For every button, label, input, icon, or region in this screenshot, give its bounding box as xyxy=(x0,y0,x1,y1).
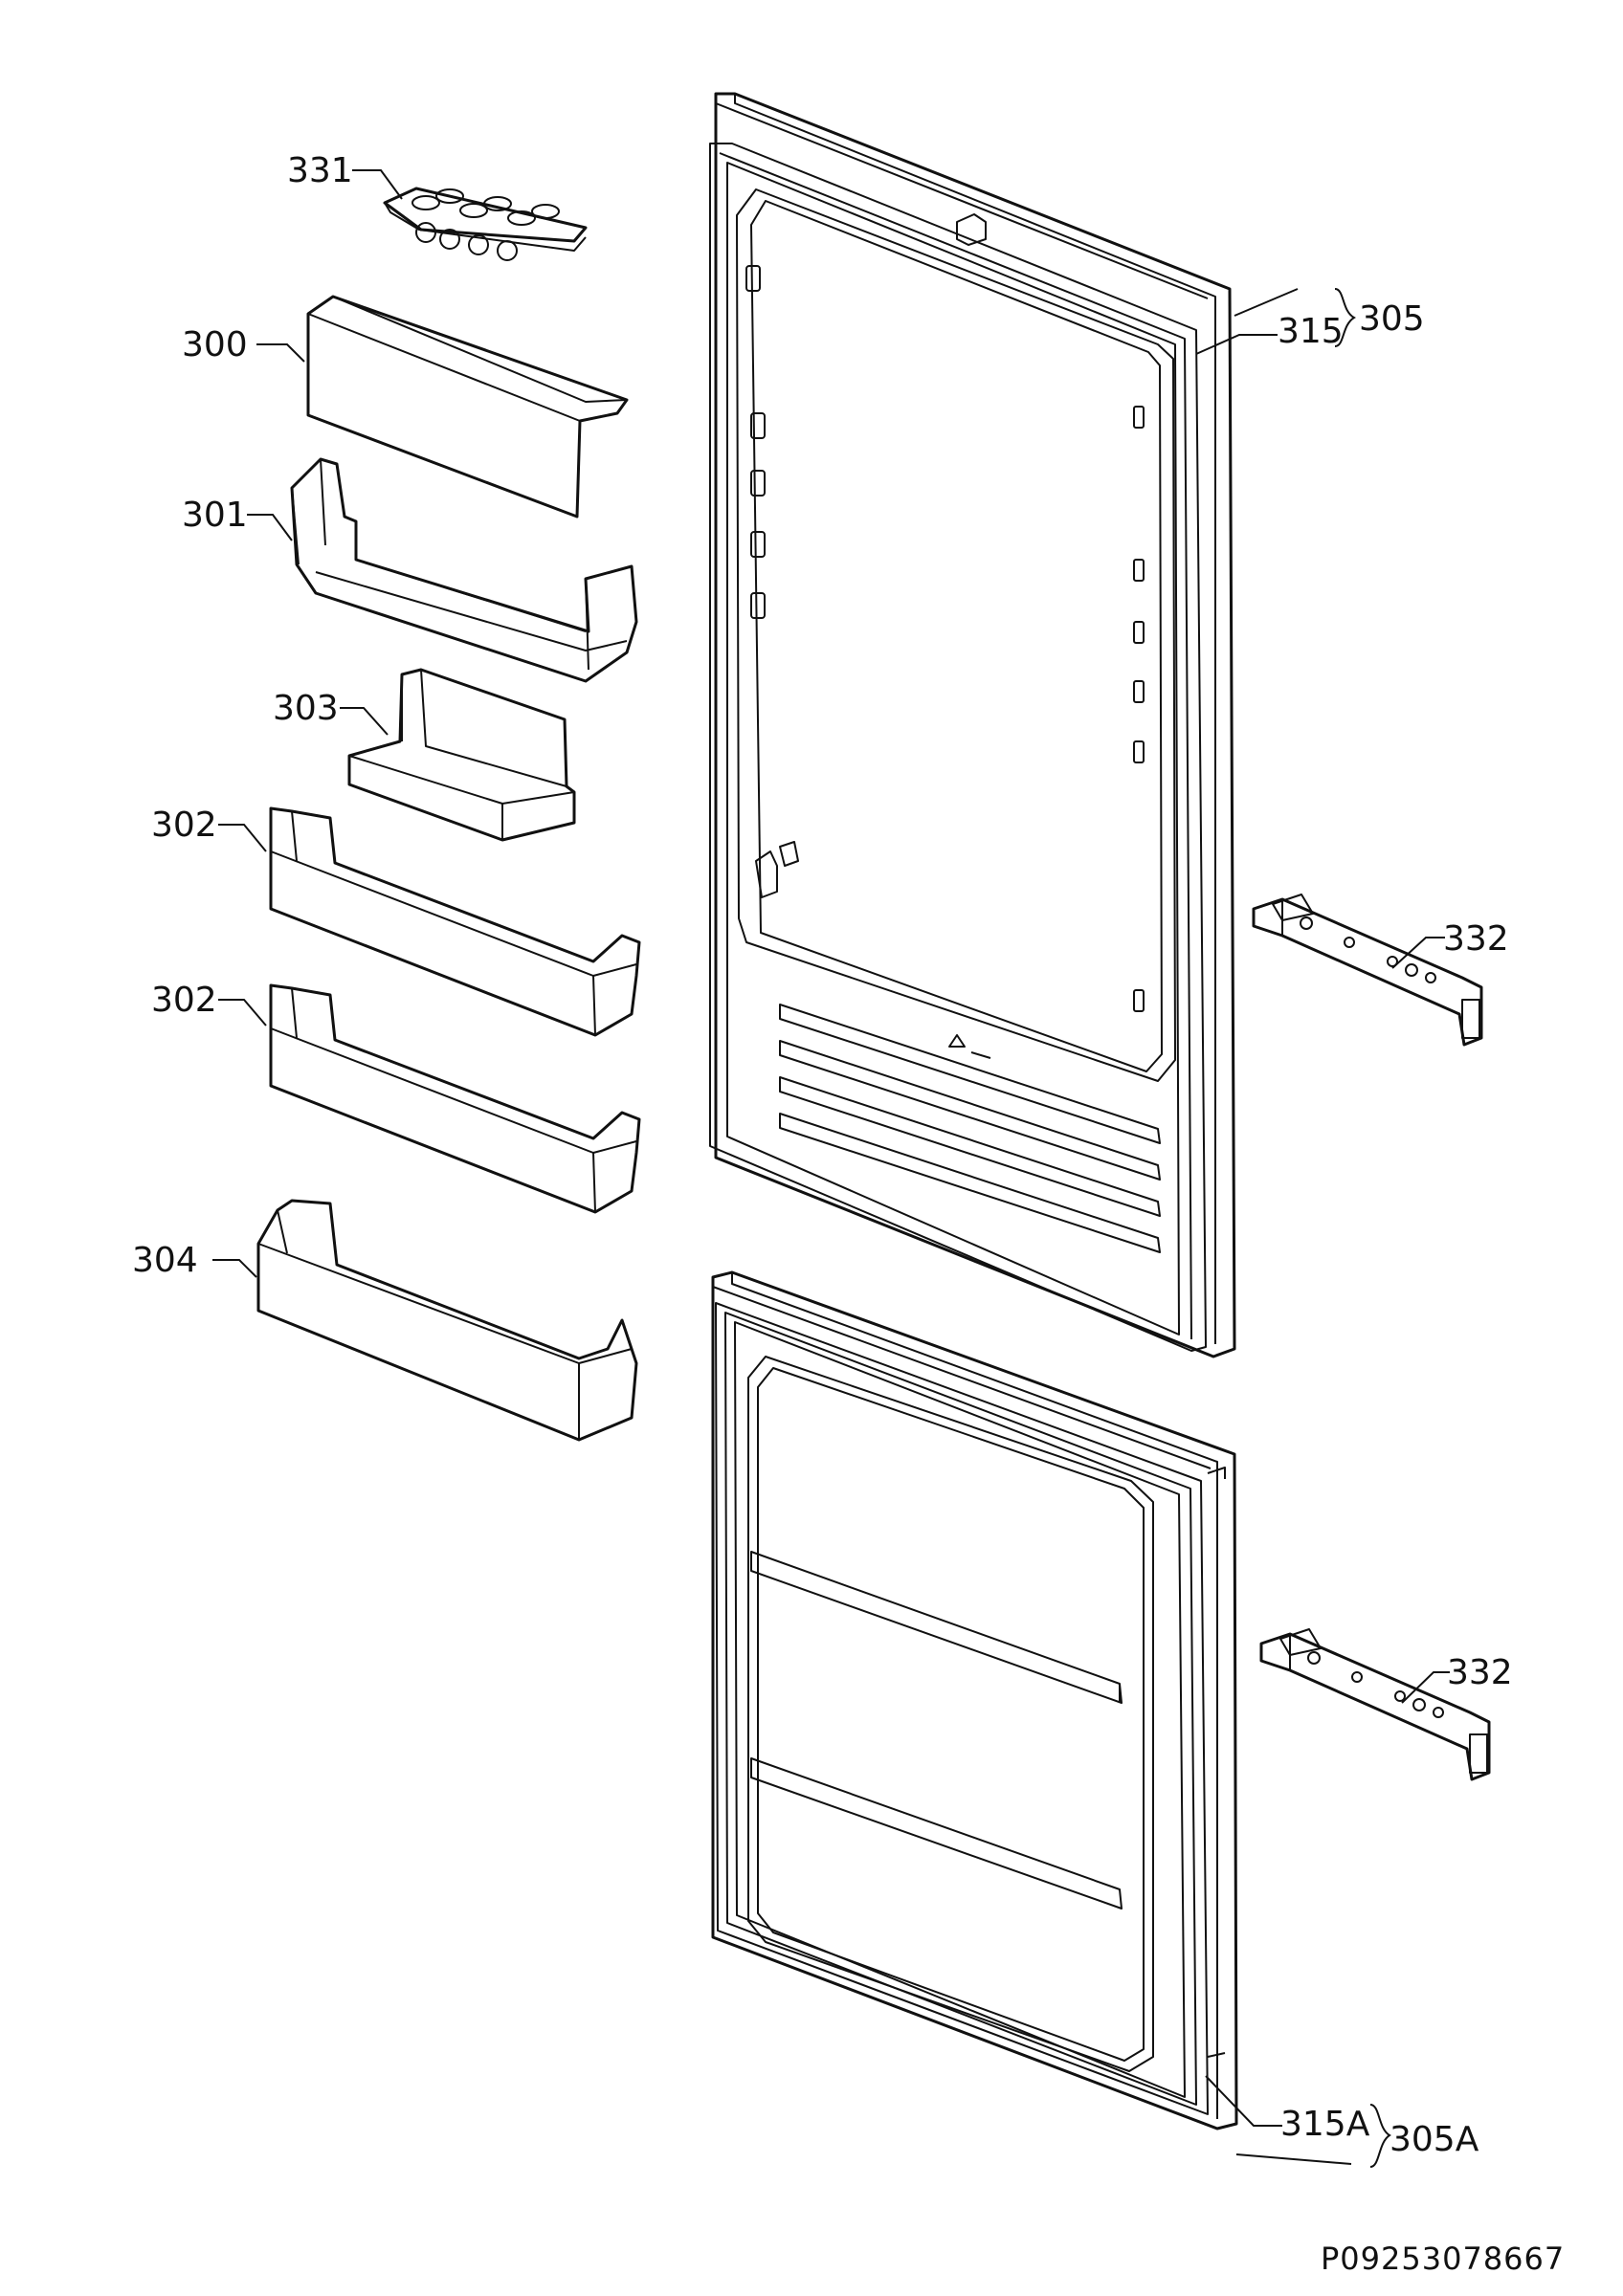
label-315: 315 xyxy=(1278,312,1344,351)
label-331: 331 xyxy=(287,151,353,190)
part-300-cover-flap xyxy=(306,295,629,519)
label-304: 304 xyxy=(132,1241,198,1280)
part-302-door-bin-lower xyxy=(269,983,641,1214)
label-332-lower: 332 xyxy=(1447,1653,1513,1692)
part-332-hinge-upper xyxy=(1252,894,1483,1047)
label-301: 301 xyxy=(182,496,248,535)
part-305A-lower-door xyxy=(711,1270,1238,2130)
part-303-small-bin xyxy=(347,668,576,842)
part-331-egg-tray xyxy=(383,187,588,261)
part-304-bottle-bin xyxy=(256,1199,638,1442)
label-302-upper: 302 xyxy=(151,806,217,845)
part-332-hinge-lower xyxy=(1259,1628,1491,1781)
label-303: 303 xyxy=(273,689,339,728)
label-300: 300 xyxy=(182,325,248,364)
label-315A: 315A xyxy=(1280,2105,1370,2144)
part-301-door-bin xyxy=(290,457,638,683)
drawing-code: P09253078667 xyxy=(1321,2241,1565,2277)
part-302-door-bin-upper xyxy=(269,806,641,1037)
label-305A: 305A xyxy=(1390,2120,1479,2159)
label-302-lower: 302 xyxy=(151,981,217,1020)
label-305: 305 xyxy=(1359,299,1425,339)
label-332-upper: 332 xyxy=(1443,919,1509,959)
part-305-upper-door xyxy=(709,92,1236,1358)
